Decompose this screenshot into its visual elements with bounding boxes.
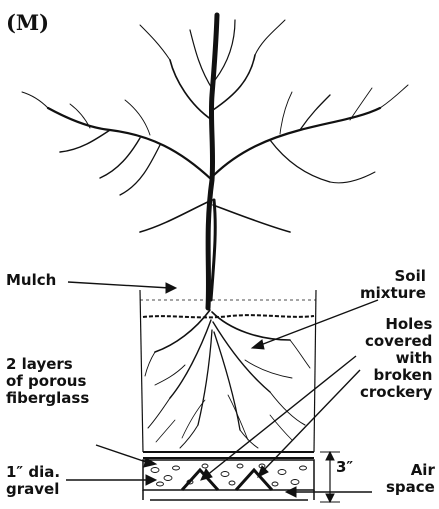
label-holes: Holes covered with broken crockery [360,316,432,401]
gravel-stones [151,464,307,486]
label-dimension: 3″ [336,459,353,476]
tree-branch [48,108,212,180]
label-mulch: Mulch [6,272,56,289]
holes-arrow-2 [262,370,360,472]
mulch-layer [143,315,314,317]
label-air-space: Air space [386,462,435,496]
label-soil-mixture: Soil mixture [360,268,426,302]
leader-lines [66,282,378,502]
label-gravel: 1″ dia. gravel [6,464,60,498]
mulch-arrow [68,282,170,288]
crockery-1 [182,470,218,490]
roots [145,310,310,448]
fiberglass-arrow [96,445,152,464]
container-left-wall [140,290,143,452]
label-fiberglass: 2 layers of porous fiberglass [6,356,89,407]
container-right-wall [314,290,316,452]
tree [22,15,408,308]
panel-letter: (M) [6,10,49,35]
